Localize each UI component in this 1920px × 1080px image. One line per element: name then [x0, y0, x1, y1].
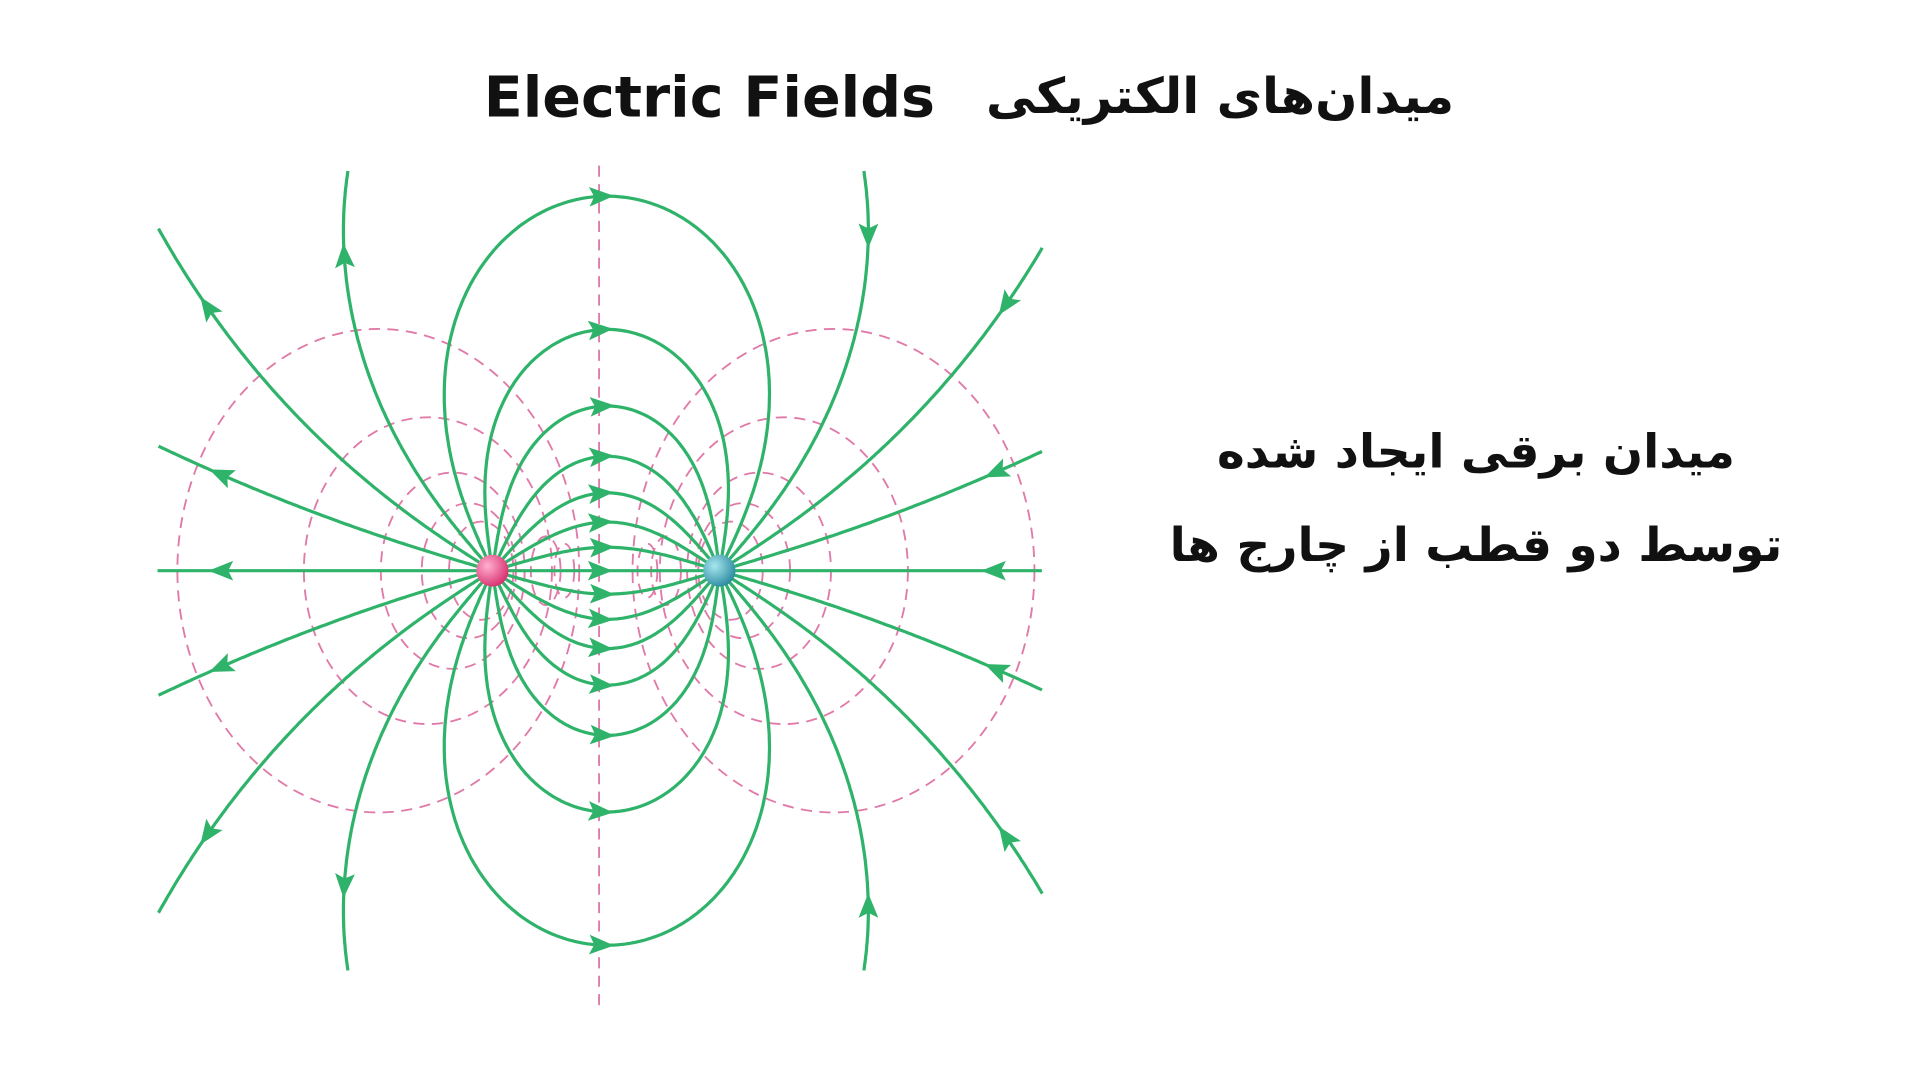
field-arrow-icon — [589, 724, 615, 745]
field-arrow-icon — [209, 653, 236, 672]
positive-charge — [476, 554, 509, 587]
field-line — [157, 444, 484, 570]
title-persian: میدان‌های الکتریکی — [986, 68, 1455, 126]
field-line — [483, 575, 731, 814]
field-line — [341, 577, 488, 971]
field-arrow-icon — [998, 289, 1021, 316]
field-line — [442, 575, 772, 947]
field-arrow-icon — [589, 537, 615, 558]
description: میدان برقی ایجاد شده توسط دو قطب از چارج… — [1116, 405, 1835, 592]
field-arrow-icon — [587, 513, 614, 533]
field-line — [497, 491, 718, 568]
field-line — [157, 227, 485, 567]
field-arrow-icon — [587, 608, 614, 629]
field-arrow-icon — [984, 458, 1012, 478]
field-arrow-icon — [587, 320, 614, 341]
field-arrow-icon — [858, 223, 879, 249]
field-line — [497, 573, 718, 651]
field-arrow-icon — [200, 296, 223, 323]
negative-charge — [703, 554, 736, 587]
field-arrow-icon — [998, 826, 1021, 853]
field-line — [492, 576, 721, 737]
title-english: Electric Fields — [483, 63, 936, 131]
field-line — [157, 574, 485, 914]
field-line — [442, 194, 772, 566]
field-lines — [157, 170, 1044, 971]
field-line — [492, 404, 721, 565]
field-line — [483, 327, 731, 566]
field-arrow-icon — [587, 637, 614, 658]
field-arrow-icon — [588, 186, 615, 207]
field-arrow-icon — [335, 873, 355, 899]
field-arrow-icon — [208, 560, 234, 581]
field-arrow-icon — [589, 583, 615, 604]
field-arrow-icon — [984, 664, 1012, 683]
field-arrow-icon — [589, 397, 615, 417]
field-arrow-icon — [587, 560, 613, 581]
description-line-2: توسط دو قطب از چارج ها — [1169, 517, 1783, 572]
field-arrow-icon — [200, 818, 223, 845]
description-line-1: میدان برقی ایجاد شده — [1216, 424, 1735, 479]
field-arrow-icon — [588, 674, 615, 694]
field-arrow-icon — [981, 560, 1006, 581]
field-arrow-icon — [335, 243, 355, 269]
field-line — [341, 170, 488, 565]
field-arrow-icon — [588, 447, 615, 468]
field-arrow-icon — [587, 484, 614, 504]
field-arrow-icon — [858, 893, 879, 918]
field-line — [157, 571, 484, 697]
field-arrow-icon — [209, 469, 236, 489]
field-arrow-icon — [588, 934, 615, 955]
field-arrow-icon — [587, 801, 614, 821]
